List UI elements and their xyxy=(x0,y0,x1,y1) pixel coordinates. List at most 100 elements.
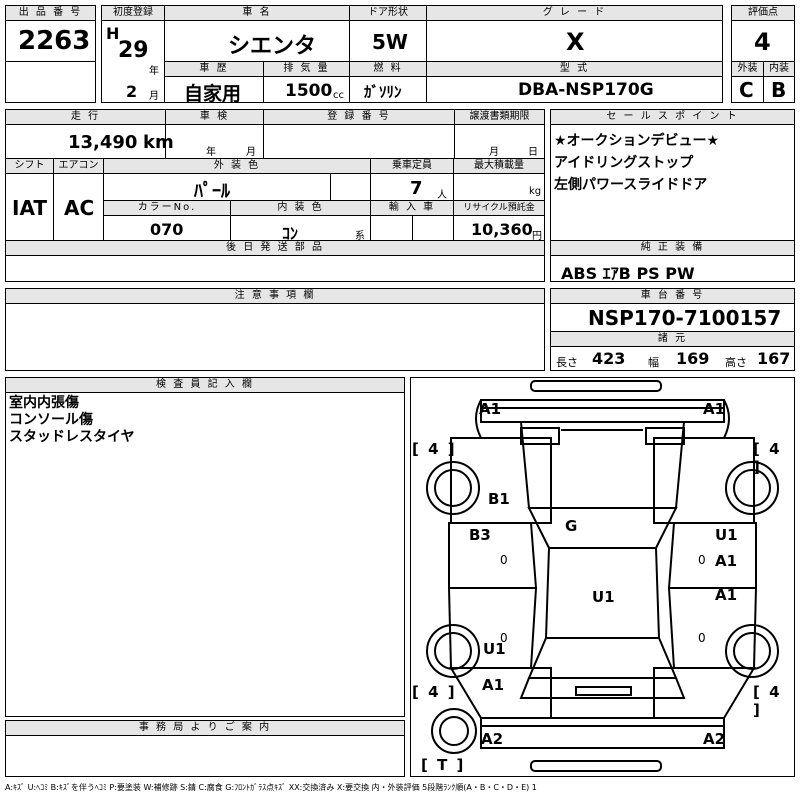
registration-number-label: 登 録 番 号 xyxy=(263,109,455,125)
max-load-unit: kg xyxy=(529,186,542,197)
inspection-year-unit: 年 xyxy=(206,147,216,158)
damage-mark: A2 xyxy=(703,730,726,748)
grade-label: グ レ ー ド xyxy=(426,5,723,21)
year-value: 29 xyxy=(118,38,149,63)
mileage-value: 13,490 xyxy=(68,132,138,153)
interior-label: 内装 xyxy=(763,61,795,77)
score-value: 4 xyxy=(754,28,771,56)
interior-value: B xyxy=(771,78,787,102)
lot-number-label: 出 品 番 号 xyxy=(5,5,96,21)
inspector-note: スタッドレスタイヤ xyxy=(9,429,135,445)
import-label: 輸 入 車 xyxy=(370,200,454,216)
damage-mark: A1 xyxy=(479,400,502,418)
interior-color-unit: 系 xyxy=(355,231,365,242)
tire-tread-rear-right: [ 4 ] xyxy=(753,683,782,719)
damage-mark: B3 xyxy=(469,526,491,544)
inspector-note: 室内内張傷 xyxy=(9,395,79,411)
history-value: 自家用 xyxy=(184,83,242,105)
displacement-unit: cc xyxy=(333,90,344,101)
inspector-notes-list: 室内内張傷 コンソール傷 スタッドレスタイヤ xyxy=(9,395,135,446)
interior-color-label: 内 装 色 xyxy=(230,200,371,216)
height-label: 高さ xyxy=(725,356,747,369)
capacity-label: 乗車定員 xyxy=(370,158,454,174)
transfer-month-unit: 月 xyxy=(489,147,499,158)
sales-points-list: ★オークションデビュー★ アイドリングストップ 左側パワースライドドア xyxy=(554,130,719,196)
inspection-label: 車 検 xyxy=(165,109,264,125)
exterior-value: C xyxy=(739,78,754,102)
tire-tread-front-right: [ 4 ] xyxy=(753,440,782,476)
history-label: 車 歴 xyxy=(164,61,264,77)
max-load-label: 最大積載量 xyxy=(453,158,545,174)
grade-value: X xyxy=(566,28,585,56)
displacement-value: 1500 xyxy=(285,81,333,101)
inspector-notes-box xyxy=(5,392,405,717)
width-label: 幅 xyxy=(648,356,659,369)
first-reg-label: 初度登録 xyxy=(101,5,165,21)
transfer-deadline-label: 譲渡書類期限 xyxy=(454,109,545,125)
exterior-color-label: 外 装 色 xyxy=(103,158,371,174)
sales-point-item: ★オークションデビュー★ xyxy=(554,133,720,149)
tire-tread-rear-left: [ 4 ] xyxy=(412,683,457,701)
year-unit: 年 xyxy=(149,66,159,77)
exterior-color-value: ﾊﾟｰﾙ xyxy=(194,181,230,202)
office-notice-label: 事 務 局 よ り ご 案 内 xyxy=(5,720,405,736)
later-parts-label: 後 日 発 送 部 品 xyxy=(5,240,545,256)
specs-label: 諸 元 xyxy=(550,331,795,347)
equipment-value: ABS ｴｱB PS PW xyxy=(561,264,695,283)
length-label: 長さ xyxy=(556,356,578,369)
era-value: H xyxy=(106,24,120,43)
door-value: 5W xyxy=(372,30,408,54)
zero-mark: 0 xyxy=(698,553,706,567)
length-value: 423 xyxy=(592,349,626,368)
damage-mark: U1 xyxy=(592,588,615,606)
sales-point-item: アイドリングストップ xyxy=(554,155,694,171)
recycle-deposit-label: リサイクル預託金 xyxy=(453,200,545,216)
damage-mark: G xyxy=(565,517,578,535)
exterior-label: 外装 xyxy=(731,61,764,77)
shift-value: IAT xyxy=(12,196,48,220)
width-value: 169 xyxy=(676,349,710,368)
sales-points-label: セ ー ル ス ポ イ ン ト xyxy=(550,109,795,125)
inspector-note: コンソール傷 xyxy=(9,412,93,428)
damage-mark: A1 xyxy=(715,552,738,570)
recycle-deposit-value: 10,360 xyxy=(471,220,533,239)
shift-label: シフト xyxy=(5,158,54,174)
notes-label: 注 意 事 項 欄 xyxy=(5,288,545,304)
month-value: 2 xyxy=(126,82,138,101)
car-name-label: 車 名 xyxy=(164,5,350,21)
ac-value: AC xyxy=(64,196,95,220)
ac-label: エアコン xyxy=(53,158,104,174)
damage-mark: A1 xyxy=(482,676,505,694)
sales-point-item: 左側パワースライドドア xyxy=(554,177,708,193)
fuel-label: 燃 料 xyxy=(349,61,427,77)
car-name-value: シエンタ xyxy=(228,34,317,59)
zero-mark: 0 xyxy=(500,631,508,645)
lot-number-value: 2263 xyxy=(18,26,91,56)
capacity-unit: 人 xyxy=(437,190,447,201)
model-label: 型 式 xyxy=(426,61,723,77)
mileage-unit: km xyxy=(143,132,174,153)
inspector-notes-label: 検 査 員 記 入 欄 xyxy=(5,377,405,393)
zero-mark: 0 xyxy=(698,631,706,645)
transfer-day-unit: 日 xyxy=(528,147,538,158)
height-value: 167 xyxy=(757,349,791,368)
spare-tire-mark: [ T ] xyxy=(421,756,466,774)
capacity-value: 7 xyxy=(410,178,423,199)
zero-mark: 0 xyxy=(500,553,508,567)
interior-color-value: ｺﾝ xyxy=(282,224,299,243)
car-outline xyxy=(426,380,779,772)
fuel-value: ｶﾞｿﾘﾝ xyxy=(364,83,402,101)
notes-box xyxy=(5,303,545,371)
office-notice-box xyxy=(5,735,405,777)
month-unit: 月 xyxy=(149,91,159,102)
damage-mark: U1 xyxy=(715,526,738,544)
score-label: 評価点 xyxy=(731,5,795,21)
damage-mark: A2 xyxy=(481,730,504,748)
color-number-label: カラーNo. xyxy=(103,200,231,216)
car-damage-diagram: A1 A1 B1 B3 G U1 A1 U1 A1 U1 A1 A2 A2 0 … xyxy=(410,377,795,777)
tire-tread-front-left: [ 4 ] xyxy=(412,440,457,458)
model-value: DBA-NSP170G xyxy=(518,80,654,100)
displacement-label: 排 気 量 xyxy=(263,61,350,77)
recycle-deposit-unit: 円 xyxy=(532,231,542,242)
damage-legend: A:ｷｽﾞ U:ﾍｺﾐ B:ｷｽﾞを伴うﾍｺﾐ P:要塗装 W:補修跡 S:錆 … xyxy=(5,783,537,792)
